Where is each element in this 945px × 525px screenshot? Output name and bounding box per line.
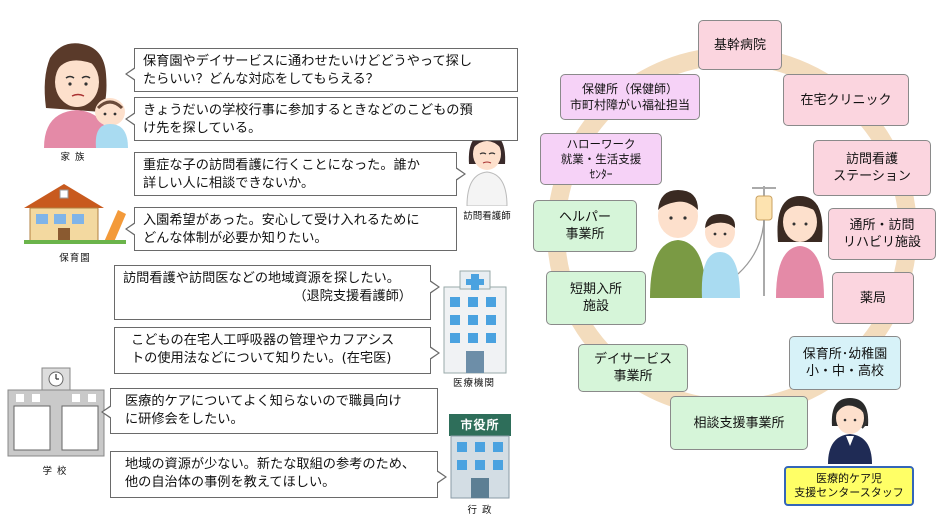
hospital-illustration: [443, 270, 507, 374]
node-day-service: デイサービス 事業所: [578, 344, 688, 392]
node-consultation-office: 相談支援事業所: [670, 396, 808, 450]
medical-bubble-2: こどもの在宅人工呼吸器の管理やカフアシス トの使用法などについて知りたい。(在宅…: [114, 327, 440, 374]
support-center-staff-label: 医療的ケア児 支援センタースタッフ: [784, 466, 914, 506]
node-visiting-nursing-station: 訪問看護 ステーション: [813, 140, 931, 196]
node-short-stay: 短期入所 施設: [546, 271, 646, 325]
family-bubble-1: 保育園やデイサービスに通わせたいけどどうやって探し たらいい？どんな対応をしても…: [125, 48, 518, 92]
medical-label: 医療機関: [452, 378, 495, 389]
medical-bubble-1-role: （退院支援看護師）: [293, 289, 412, 304]
node-home-clinic: 在宅クリニック: [783, 74, 909, 126]
visiting-nurse-bubble: 重症な子の訪問看護に行くことになった。誰か 詳しい人に相談できないか。: [134, 152, 466, 196]
city-hall-illustration: [449, 414, 511, 499]
nursery-illustration: [24, 184, 126, 244]
school-illustration: [7, 367, 105, 457]
medical-bubble-1-text: 訪問看護や訪問医などの地域資源を探したい。: [123, 271, 400, 286]
node-rehab-facility: 通所・訪問 リハビリ施設: [828, 208, 936, 260]
city-hall-sign: 市役所: [460, 418, 500, 432]
node-schools: 保育所･幼稚園 小・中・高校: [789, 336, 901, 390]
support-staff-illustration: [828, 398, 872, 464]
family-label: 家 族: [60, 152, 86, 163]
node-core-hospital: 基幹病院: [698, 20, 782, 70]
government-bubble: 地域の資源が少ない。新たな取組の参考のため、 他の自治体の事例を教えてほしい。: [110, 451, 447, 498]
nursery-bubble: 入園希望があった。安心して受け入れるために どんな体制が必要か知りたい。: [125, 207, 457, 251]
node-pharmacy: 薬局: [832, 272, 914, 324]
medical-bubble-1: 訪問看護や訪問医などの地域資源を探したい。 （退院支援看護師）: [114, 265, 440, 320]
node-hello-work: ハローワーク 就業・生活支援 ｾﾝﾀｰ: [540, 133, 662, 185]
node-health-center: 保健所（保健師） 市町村障がい福祉担当: [560, 74, 700, 120]
node-helper-office: ヘルパー 事業所: [533, 200, 637, 252]
school-label: 学 校: [42, 466, 68, 477]
government-label: 行 政: [467, 505, 493, 516]
family-center-illustration: [650, 186, 824, 298]
family-illustration: [44, 43, 128, 148]
school-bubble: 医療的ケアについてよく知らないので職員向け に研修会をしたい。: [101, 388, 438, 434]
visiting-nurse-label: 訪問看護師: [463, 211, 511, 222]
family-bubble-2: きょうだいの学校行事に参加するときなどのこどもの預 け先を探している。: [125, 97, 518, 141]
nursery-label: 保育園: [59, 253, 91, 264]
